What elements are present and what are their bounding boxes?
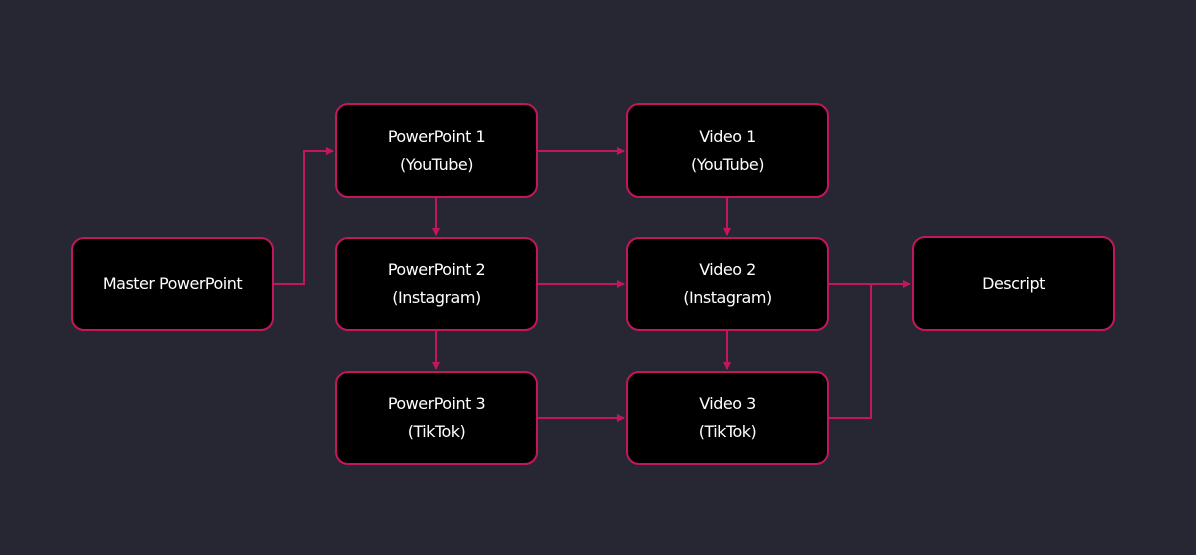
node-video-3[interactable]: Video 3 (TikTok) — [626, 371, 829, 465]
node-master-powerpoint[interactable]: Master PowerPoint — [71, 237, 274, 331]
node-sublabel: (YouTube) — [690, 154, 765, 174]
node-descript[interactable]: Descript — [912, 236, 1115, 331]
node-label: PowerPoint 2 — [387, 260, 486, 279]
node-label: Master PowerPoint — [102, 274, 243, 293]
node-sublabel: (TikTok) — [407, 422, 466, 441]
edge-v3-to-descript — [829, 284, 872, 419]
node-sublabel: (YouTube) — [399, 154, 474, 174]
node-label: PowerPoint 3 — [387, 394, 486, 413]
node-powerpoint-2[interactable]: PowerPoint 2 (Instagram) — [335, 237, 538, 331]
node-label: Descript — [982, 273, 1045, 293]
node-powerpoint-1[interactable]: PowerPoint 1 (YouTube) — [335, 103, 538, 198]
node-label: Video 1 — [699, 126, 756, 146]
node-video-1[interactable]: Video 1 (YouTube) — [626, 103, 829, 198]
node-sublabel: (Instagram) — [683, 288, 772, 307]
node-label: Video 3 — [699, 394, 756, 413]
node-sublabel: (Instagram) — [392, 288, 481, 307]
node-label: PowerPoint 1 — [387, 126, 486, 146]
node-sublabel: (TikTok) — [698, 422, 757, 441]
edge-master-to-pp1 — [274, 147, 334, 285]
node-label: Video 2 — [699, 260, 756, 279]
node-video-2[interactable]: Video 2 (Instagram) — [626, 237, 829, 331]
node-powerpoint-3[interactable]: PowerPoint 3 (TikTok) — [335, 371, 538, 465]
